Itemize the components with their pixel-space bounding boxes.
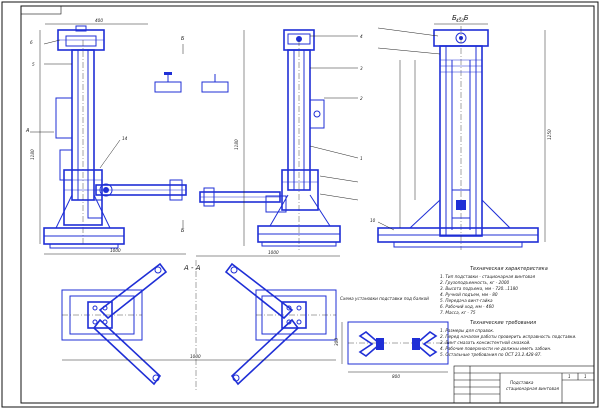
- tech-line-6: 6. Рабочий ход, мм - 460: [440, 304, 494, 309]
- section-bb: Б - Б 450 1250 10: [370, 14, 552, 250]
- dim-plan: 1000: [190, 354, 201, 359]
- label-1: 1: [360, 156, 363, 161]
- label-14: 14: [122, 136, 128, 141]
- inner-border: [20, 5, 595, 404]
- small-detail: [154, 72, 229, 93]
- caption-small-scheme: Схема установки подставки под балкой: [340, 296, 429, 301]
- label-10: 10: [370, 218, 376, 223]
- cut-b-bottom: Б: [181, 228, 185, 234]
- dim-bb-height: 1250: [547, 129, 552, 140]
- req-line-4: 4. Рабочие поверхности не должны иметь з…: [440, 346, 552, 351]
- tech-line-4: 4. Ручной подъем, мм - 80: [440, 292, 498, 297]
- title-sheet: 1: [568, 374, 571, 379]
- dim-base: 1000: [110, 248, 121, 253]
- title-name-1: Подставка: [510, 380, 534, 385]
- notes: Техническая характеристика 1. Тип подста…: [440, 266, 577, 357]
- label-3: 3: [360, 66, 363, 71]
- section-bb-title: Б - Б: [452, 14, 469, 22]
- tech-title: Техническая характеристика: [470, 266, 548, 272]
- tech-line-5: 5. Передача винт-гайка: [440, 298, 493, 303]
- cut-a-left: А: [25, 128, 30, 134]
- front-view: 400 1180 1000: [25, 18, 187, 255]
- cut-b-top: Б: [181, 36, 185, 42]
- label-5: 5: [32, 62, 35, 67]
- label-6: 6: [30, 40, 33, 45]
- req-line-5: 5. Остальные требования по ОСТ 23.2.428-…: [440, 352, 542, 357]
- req-title: Технические требования: [470, 320, 536, 326]
- req-line-2: 2. Перед началом работы проверить исправ…: [440, 334, 577, 339]
- dim-side-height: 1180: [234, 139, 239, 150]
- dim-small-h: 300: [334, 338, 339, 346]
- title-block: Подставка стационарная винтовая 1 1: [453, 365, 595, 404]
- tech-line-1: 1. Тип подставки - стационарная винтовая: [440, 274, 536, 279]
- dim-top: 400: [95, 18, 103, 23]
- dim-bb-top: 450: [456, 18, 464, 23]
- tech-line-7: 7. Масса, кг - 75: [440, 310, 476, 315]
- label-2: 2: [360, 96, 363, 101]
- req-line-1: 1. Размеры для справок.: [440, 328, 494, 333]
- dim-height: 1180: [30, 149, 35, 160]
- req-line-3: 3. Винт смазать консистентной смазкой.: [440, 340, 531, 345]
- section-aa: А - А 1000: [61, 260, 337, 390]
- title-name-2: стационарная винтовая: [506, 386, 560, 391]
- label-4: 4: [360, 34, 363, 39]
- title-sheets: 1: [584, 374, 587, 379]
- side-view: 1000 1180 4 3 2 1: [196, 29, 363, 257]
- tech-line-3: 3. Высота подъема, мм - 720...1180: [440, 286, 518, 291]
- dim-side-base: 1000: [268, 250, 279, 255]
- tech-line-2: 2. Грузоподъемность, кг - 2000: [440, 280, 510, 285]
- small-scheme: Схема установки подставки под балкой 800…: [334, 296, 449, 379]
- dim-small-w: 800: [392, 374, 400, 379]
- section-aa-title: А - А: [183, 264, 201, 272]
- top-stamp: [20, 5, 62, 15]
